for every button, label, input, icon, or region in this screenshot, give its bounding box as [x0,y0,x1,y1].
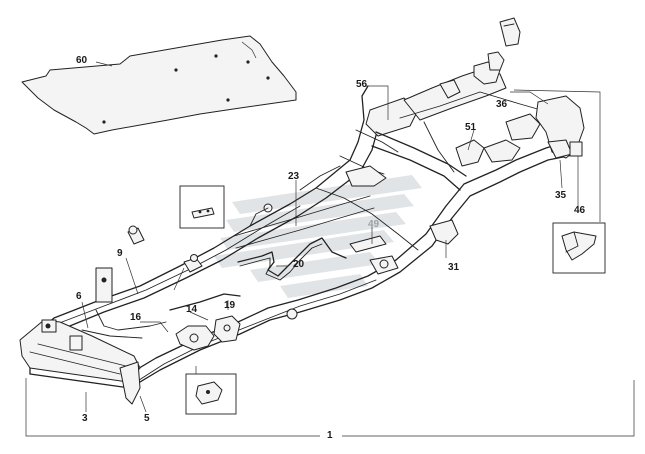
leader-lines [81,85,601,413]
bracket-49-part [349,235,399,275]
skid-plate-part [21,35,297,135]
assembly-bracket-line [25,378,635,437]
logo-watermark-icon [214,175,422,298]
callout-9: 9 [117,248,123,259]
callout-3: 3 [82,413,88,424]
upper-bracket-part [499,17,521,47]
callout-1: 1 [327,430,333,441]
callout-49: 49 [368,219,380,230]
inset-tab-plate [179,185,225,229]
bushing-pin-part [127,225,145,245]
callout-14: 14 [186,304,198,315]
brake-line-part [237,237,347,281]
rear-crossmember [19,267,167,405]
callout-36: 36 [496,99,508,110]
inset-clip [185,373,237,415]
callout-51: 51 [465,122,477,133]
callout-23: 23 [288,171,300,182]
callout-46: 46 [574,205,586,216]
mid-crossmember [169,195,375,351]
inset-rear-bracket [552,222,606,274]
callout-20: 20 [293,259,305,270]
callout-35: 35 [555,190,567,201]
callout-5: 5 [144,413,150,424]
callout-56: 56 [356,79,368,90]
callout-31: 31 [448,262,460,273]
callout-19: 19 [224,300,236,311]
front-crossmember [249,51,585,251]
callout-16: 16 [130,312,142,323]
callout-60: 60 [76,55,88,66]
leader-line [95,61,113,67]
callout-6: 6 [76,291,82,302]
